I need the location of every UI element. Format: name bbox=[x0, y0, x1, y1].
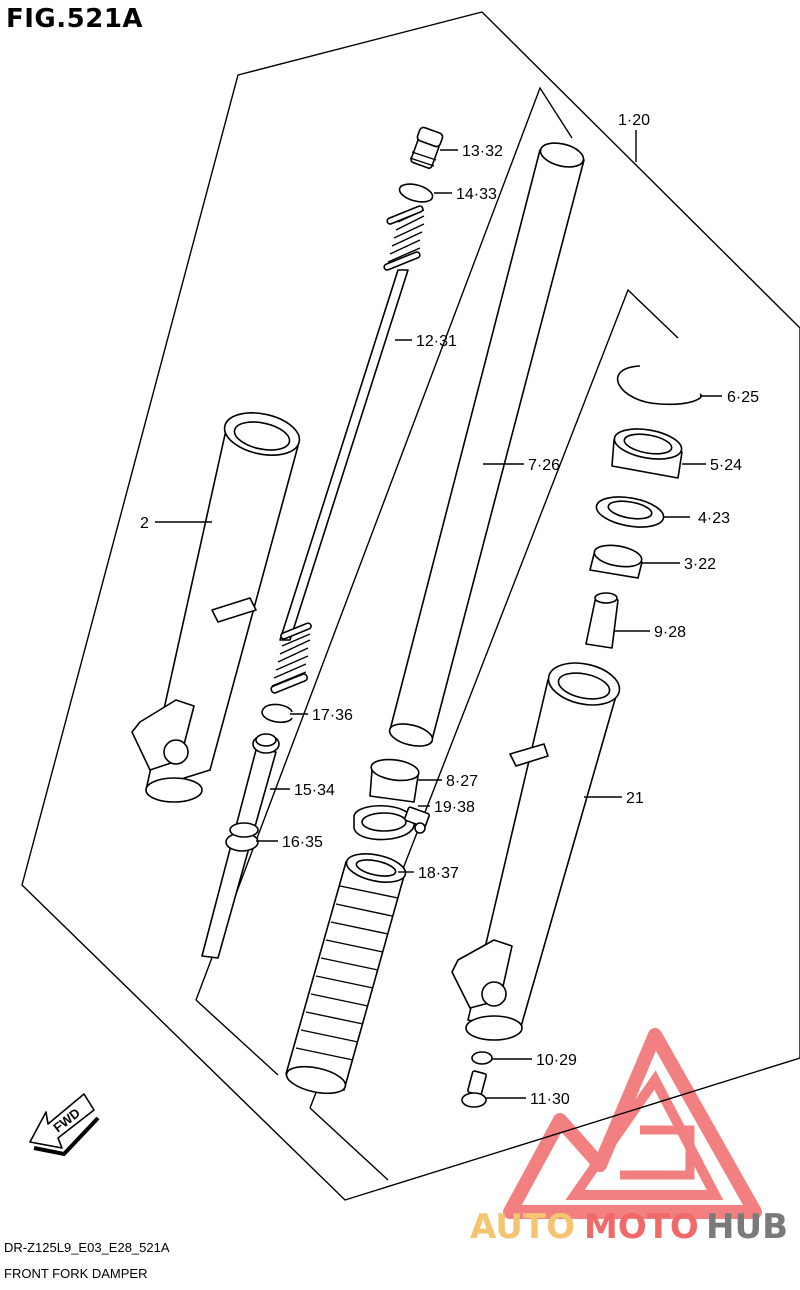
part-12-damper-rod bbox=[279, 269, 409, 641]
callout-15: 15·34 bbox=[294, 782, 335, 799]
callout-5: 5·24 bbox=[710, 457, 742, 474]
callout-7: 7·26 bbox=[528, 457, 560, 474]
callout-8: 8·27 bbox=[446, 773, 478, 790]
callout-3: 3·22 bbox=[684, 556, 716, 573]
part-21-outer-tube bbox=[451, 662, 621, 1041]
right-subassembly-outline-lower bbox=[309, 1107, 389, 1181]
watermark-text: AUTO MOTO HUB bbox=[470, 1207, 788, 1247]
callout-2: 2 bbox=[140, 515, 149, 532]
leader-lines bbox=[155, 130, 722, 1099]
inner-cartridge-outline bbox=[195, 86, 573, 1001]
callout-1: 1·20 bbox=[618, 112, 650, 129]
part-19-clamp bbox=[353, 804, 430, 841]
part-11-damper-bolt bbox=[461, 1070, 487, 1108]
part-6-stop-ring bbox=[616, 365, 703, 406]
part-5-oil-seal bbox=[611, 428, 683, 479]
callout-6: 6·25 bbox=[727, 389, 759, 406]
watermark-moto: MOTO bbox=[584, 1207, 699, 1247]
diagram-description: FRONT FORK DAMPER bbox=[4, 1266, 148, 1281]
top-rebound-spring bbox=[383, 205, 425, 271]
part-8-slide-bushing bbox=[369, 758, 420, 803]
part-4-seal-washer bbox=[595, 496, 665, 528]
callout-21: 21 bbox=[626, 790, 644, 807]
callout-17: 17·36 bbox=[312, 707, 353, 724]
callout-11: 11·30 bbox=[530, 1091, 570, 1108]
inner-cartridge-outline-lower bbox=[195, 999, 279, 1076]
callout-14: 14·33 bbox=[456, 186, 497, 203]
part-2-outer-tube bbox=[131, 412, 301, 803]
watermark-auto: AUTO bbox=[470, 1207, 575, 1247]
figure-title: FIG.521A bbox=[6, 4, 144, 34]
callout-16: 16·35 bbox=[282, 834, 323, 851]
part-13-cap-bolt bbox=[409, 126, 444, 169]
part-14-o-ring bbox=[398, 183, 434, 203]
right-subassembly-outline bbox=[309, 288, 679, 1109]
part-9-oil-lock-piece bbox=[585, 592, 619, 649]
diagram-code: DR-Z125L9_E03_E28_521A bbox=[4, 1240, 170, 1255]
callout-4: 4·23 bbox=[698, 510, 730, 527]
watermark-hub: HUB bbox=[706, 1207, 788, 1247]
part-18-fork-boot bbox=[285, 853, 407, 1095]
part-10-gasket bbox=[471, 1051, 493, 1065]
callout-18: 18·37 bbox=[418, 865, 459, 882]
callout-9: 9·28 bbox=[654, 624, 686, 641]
part-15-piston-rod bbox=[201, 733, 280, 959]
callout-19: 19·38 bbox=[434, 799, 475, 816]
part-17-circlip bbox=[261, 703, 293, 724]
part-3-guide-bushing bbox=[589, 544, 643, 579]
part-16-piston-ring bbox=[225, 822, 259, 852]
callout-13: 13·32 bbox=[462, 143, 503, 160]
callout-12: 12·31 bbox=[416, 333, 457, 350]
assembly-outline bbox=[21, 11, 800, 1201]
callout-10: 10·29 bbox=[536, 1052, 577, 1069]
part-7-inner-tube bbox=[388, 142, 585, 747]
lower-spring bbox=[270, 622, 312, 694]
fwd-arrow-icon: FWD bbox=[29, 1093, 100, 1157]
